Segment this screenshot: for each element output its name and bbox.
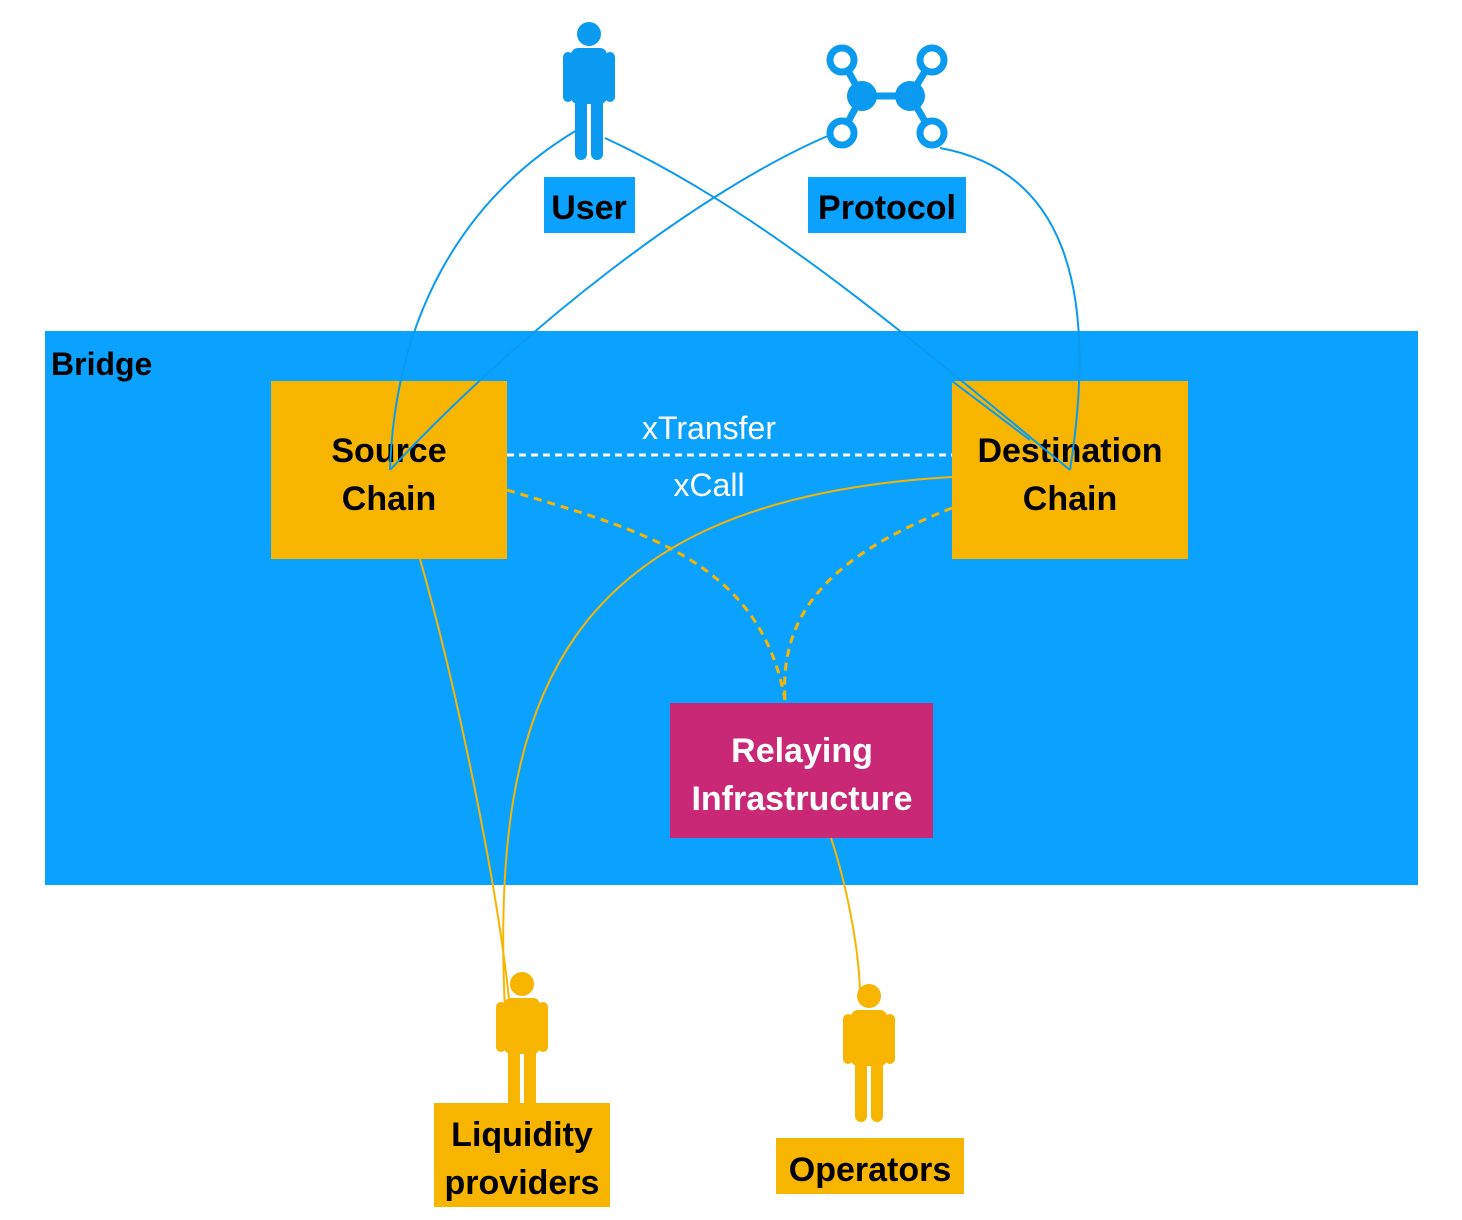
relay-to-destination-link [783,506,953,701]
user-person-icon [563,22,615,160]
bridge-label: Bridge [51,346,152,382]
source-chain-label-line2: Chain [342,480,436,518]
protocol-label-box[interactable] [808,177,966,233]
destination-top-edge-link [951,380,1031,441]
user-label-box[interactable] [544,177,635,233]
operators-label: Operators [789,1151,952,1189]
protocol-to-source-link [389,134,831,471]
destination-chain-label-line2: Chain [1023,480,1117,518]
liquidity-to-destination-link [502,476,953,1011]
liquidity-providers-label-line1: Liquidity [451,1116,593,1154]
relaying-label-line2: Infrastructure [691,780,912,818]
xcall-label: xCall [673,467,744,503]
user-label: User [551,189,627,227]
operators-to-relay-link [830,837,861,991]
protocol-to-destination-link [939,147,1081,471]
source-chain-label-line1: Source [331,432,446,470]
relaying-label-line1: Relaying [731,732,873,770]
operators-label-box[interactable] [776,1138,964,1194]
xtransfer-label: xTransfer [642,410,776,446]
user-to-source-link [389,129,578,471]
liquidity-providers-label-box[interactable] [434,1103,610,1207]
operators-person-icon [843,984,895,1122]
source-chain-box[interactable] [271,381,507,559]
liquidity-providers-person-icon [496,972,548,1110]
protocol-label: Protocol [818,189,956,227]
user-to-destination-link [604,137,1071,471]
relaying-infrastructure-box[interactable] [670,703,933,838]
liquidity-providers-label-line2: providers [445,1164,600,1202]
protocol-network-icon [826,44,948,149]
